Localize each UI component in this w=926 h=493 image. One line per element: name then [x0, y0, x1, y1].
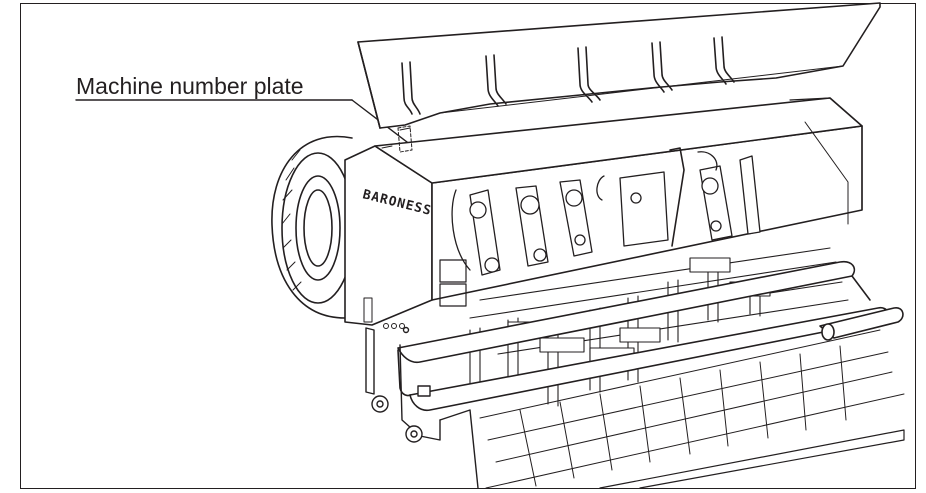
mechanism — [451, 147, 761, 276]
top-hood — [357, 2, 881, 129]
roller-drum — [271, 135, 355, 319]
bottom-grid — [479, 329, 905, 489]
machine-number-plate-label: Machine number plate — [76, 73, 304, 99]
rear-roller — [819, 307, 904, 341]
side-brackets — [365, 326, 479, 489]
